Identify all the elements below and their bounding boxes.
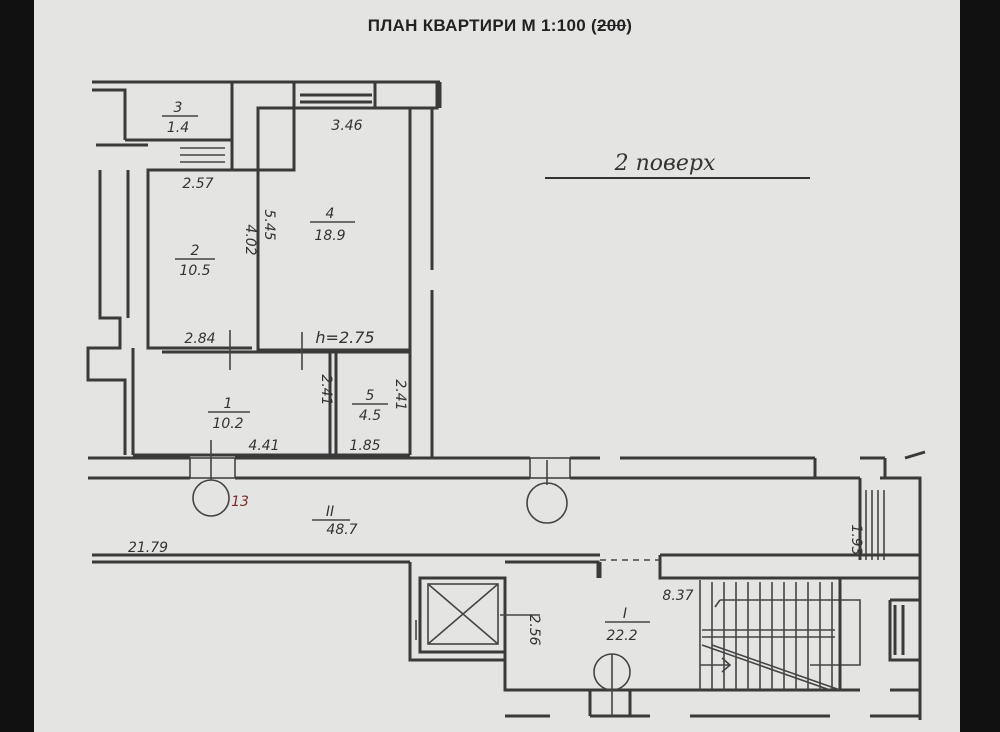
room-5-area: 4.5 <box>359 408 381 424</box>
room-4-number: 4 <box>326 206 335 222</box>
axis-marker-13 <box>192 479 230 517</box>
room-4-area: 18.9 <box>314 228 345 244</box>
dim-label: 5.45 <box>261 209 277 240</box>
markers <box>192 330 631 716</box>
room-5-number: 5 <box>366 388 375 404</box>
staircase <box>699 580 861 691</box>
dim-label: 2.41 <box>392 379 408 410</box>
plan-title: ПЛАН КВАРТИРИ М 1:100 (200) <box>367 16 633 35</box>
dim-label: 3.46 <box>331 118 362 134</box>
ceiling-height-label: h=2.75 <box>315 328 374 347</box>
floor-label: 2 поверх <box>614 151 716 176</box>
room-2-area: 10.5 <box>179 263 210 279</box>
dim-label: 21.79 <box>128 540 168 556</box>
lobby-number: I <box>623 606 627 622</box>
dim-label: 2.56 <box>526 614 542 645</box>
lobby-area: 22.2 <box>606 628 637 644</box>
title-text: ПЛАН КВАРТИРИ М 1:100 <box>367 16 586 35</box>
struck-scale: 200 <box>596 16 627 35</box>
room-2-number: 2 <box>191 243 200 259</box>
corridor-number: II <box>326 504 334 520</box>
room-1-number: 1 <box>224 396 233 412</box>
dim-label: 2.84 <box>184 331 215 347</box>
dim-label: 8.37 <box>662 588 693 604</box>
column-marker <box>526 482 568 524</box>
dim-label: 4.02 <box>242 224 258 255</box>
corridor-area: 48.7 <box>326 522 357 538</box>
document-paper <box>34 0 960 732</box>
dim-label: 1.85 <box>349 438 380 454</box>
dim-label: 4.41 <box>248 438 279 454</box>
room-3-number: 3 <box>174 100 183 116</box>
room-1-area: 10.2 <box>212 416 243 432</box>
walls <box>86 80 926 720</box>
dim-label: 2.57 <box>182 176 213 192</box>
dim-label: 2.41 <box>318 374 334 405</box>
room-labels: 3 1.4 2 10.5 4 18.9 1 10.2 5 4.5 13 II 4… <box>162 100 650 644</box>
dimension-labels: 3.46 2.57 4.02 5.45 2.84 h=2.75 2.41 2.4… <box>128 118 864 646</box>
room-3-area: 1.4 <box>167 120 189 136</box>
marker-13-label: 13 <box>231 494 249 510</box>
dim-label: 1.93 <box>848 524 864 555</box>
